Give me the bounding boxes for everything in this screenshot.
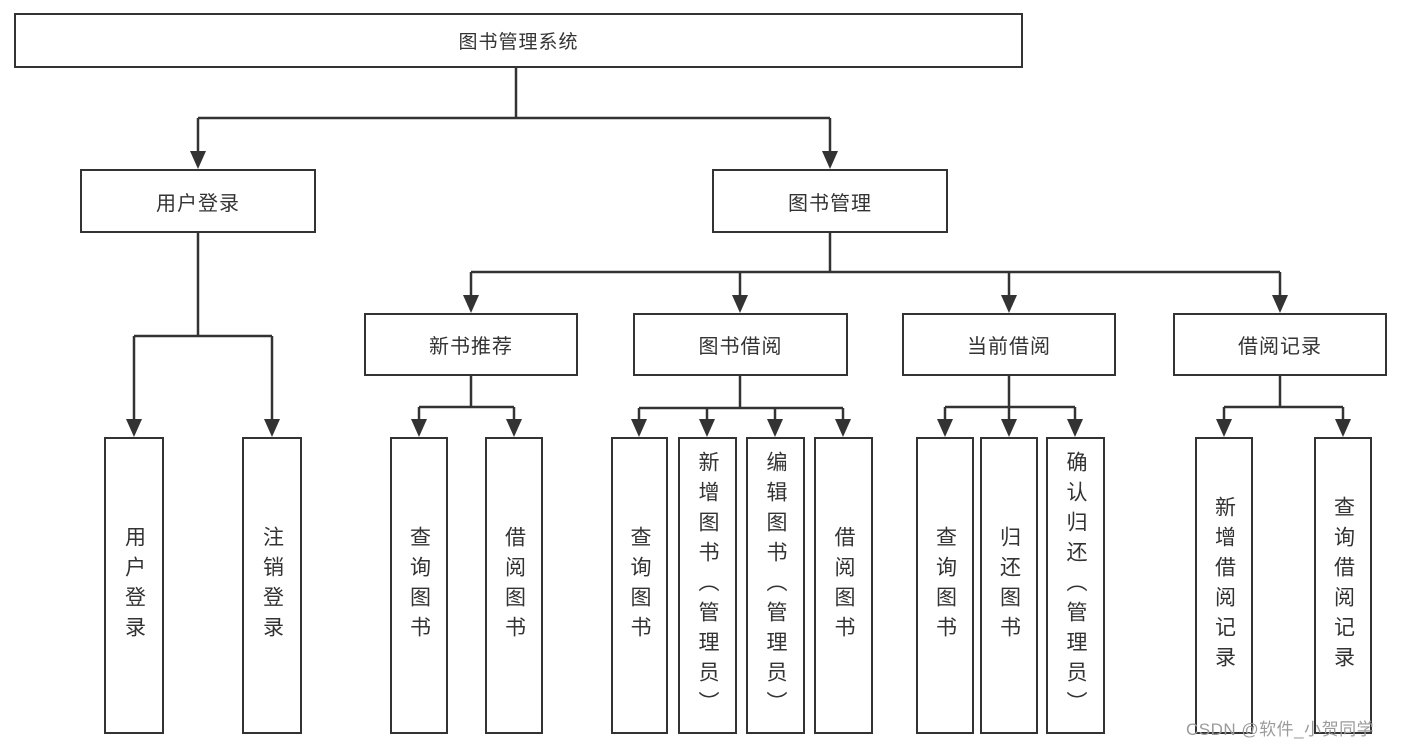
leaf-borrow-borrow-books: 借阅图书 [814, 437, 873, 734]
leaf-record-add-borrow-record: 新增借阅记录 [1195, 437, 1253, 734]
node-user-login: 用户登录 [80, 169, 316, 233]
leaf-record-query-borrow-record: 查询借阅记录 [1314, 437, 1372, 734]
leaf-newbook-query-books: 查询图书 [390, 437, 448, 734]
leaf-user-login: 用户登录 [104, 437, 164, 734]
connector-bookborrow-to-leaves [637, 376, 845, 424]
node-current-borrow: 当前借阅 [902, 313, 1116, 376]
node-book-borrow: 图书借阅 [633, 313, 848, 376]
connector-currentborrow-to-leaves [943, 376, 1077, 424]
leaf-borrow-add-books-admin: 新增图书（管理员） [678, 437, 737, 734]
leaf-current-return-books: 归还图书 [980, 437, 1038, 734]
node-root-library-system: 图书管理系统 [14, 13, 1023, 68]
connector-newbook-to-leaves [417, 376, 516, 424]
leaf-borrow-query-books: 查询图书 [611, 437, 668, 734]
leaf-newbook-borrow-books: 借阅图书 [485, 437, 543, 734]
connector-root-to-level2 [196, 68, 832, 156]
arrowheads [126, 151, 1351, 437]
node-new-book-recommend: 新书推荐 [364, 313, 578, 376]
leaf-current-confirm-return-admin: 确认归还（管理员） [1046, 437, 1105, 734]
node-book-management: 图书管理 [712, 169, 948, 233]
csdn-watermark: CSDN @软件_小贺同学 [1186, 720, 1375, 739]
leaf-logout: 注销登录 [242, 437, 302, 734]
node-borrow-record: 借阅记录 [1173, 313, 1387, 376]
connector-borrowrecord-to-leaves [1222, 376, 1345, 424]
leaf-borrow-edit-books-admin: 编辑图书（管理员） [746, 437, 805, 734]
connector-userlogin-to-leaves [132, 233, 274, 424]
leaf-current-query-books: 查询图书 [916, 437, 974, 734]
connector-bookmgmt-to-level3 [469, 233, 1282, 300]
